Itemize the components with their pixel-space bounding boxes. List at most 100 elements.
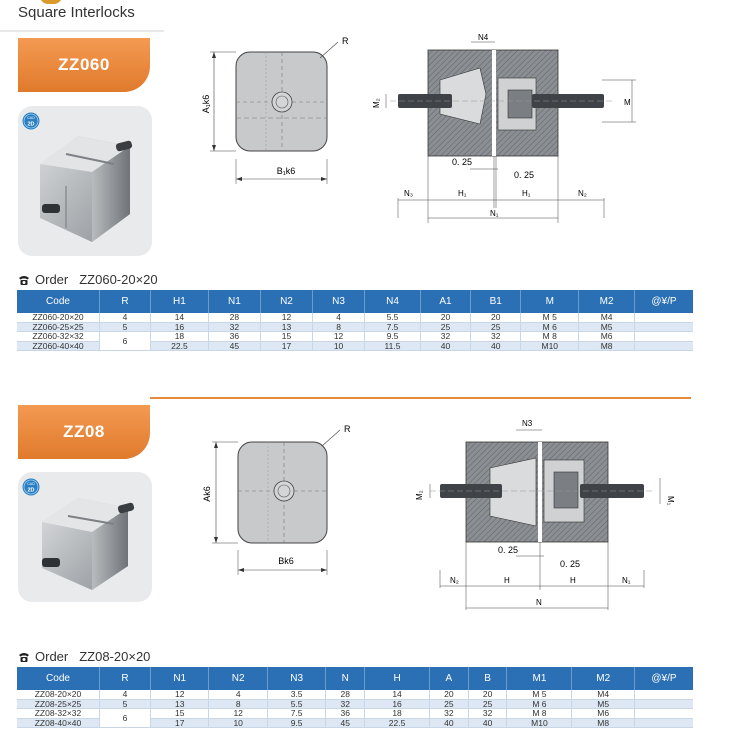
cad-2d-badge[interactable]: CAD 2D [22, 477, 40, 497]
cell: 25 [420, 322, 472, 332]
col-m2: M2 [578, 290, 635, 313]
interlock-photo-illustration [42, 498, 135, 590]
product-tab-zz060: ZZ060 [18, 38, 150, 92]
cad-2d-icon: CAD 2D [22, 112, 40, 130]
front-view-drawing-zz060: A₁k6 B₁k6 R [201, 36, 349, 184]
svg-text:N₁: N₁ [622, 576, 631, 585]
cell: 40 [468, 718, 508, 728]
cell: 12 [150, 690, 210, 700]
cell: 40 [429, 718, 469, 728]
col-price: @¥/P [634, 290, 693, 313]
cell: 8 [312, 322, 366, 332]
cell: 13 [150, 699, 210, 709]
cell: ZZ08-40×40 [17, 718, 100, 728]
col-h1: H1 [150, 290, 209, 313]
svg-text:N₁: N₁ [490, 209, 499, 218]
cell: 36 [208, 331, 261, 342]
cell: 10 [208, 718, 268, 728]
cell [634, 331, 693, 342]
col-n: N [325, 667, 366, 690]
cell: 20 [420, 313, 472, 323]
phone-icon [19, 652, 29, 662]
cell: 25 [468, 699, 508, 709]
section-view-drawing-zz060: N4 M₂ M 0. 25 0. 25 N₃ H₁ H₁ N₂ N₁ [372, 33, 636, 223]
col-price: @¥/P [634, 667, 693, 690]
cell: 4 [312, 313, 366, 323]
cell [634, 341, 693, 351]
cell: ZZ060-20×20 [17, 313, 100, 323]
svg-text:M₂: M₂ [372, 98, 381, 108]
spec-table-zz08: Code R N1 N2 N3 N H A B M1 M2 @¥/P ZZ08-… [17, 667, 693, 728]
col-a: A [429, 667, 469, 690]
svg-text:2D: 2D [27, 488, 34, 494]
cell: ZZ060-40×40 [17, 341, 100, 351]
cell: 20 [470, 313, 522, 323]
cell: M8 [578, 341, 635, 351]
cell: 28 [208, 313, 261, 323]
cell: 22.5 [364, 718, 431, 728]
svg-text:N3: N3 [522, 419, 533, 428]
product-photo-zz060 [18, 106, 152, 256]
svg-text:M₂: M₂ [415, 490, 424, 500]
cell: 11.5 [364, 341, 421, 351]
col-n1: N1 [150, 667, 210, 690]
cell: 32 [208, 322, 261, 332]
svg-text:N: N [536, 598, 542, 607]
order-label: Order [35, 272, 69, 287]
col-m1: M1 [506, 667, 573, 690]
order-line-zz060: Order ZZ060-20×20 [18, 272, 158, 287]
cell: 45 [208, 341, 261, 351]
cell: 20 [468, 690, 508, 700]
svg-text:N₃: N₃ [404, 189, 413, 198]
svg-text:CAD: CAD [27, 482, 35, 486]
cell: 8 [208, 699, 268, 709]
header-divider [0, 30, 164, 32]
col-a1: A1 [420, 290, 472, 313]
svg-text:H: H [504, 576, 510, 585]
cell: 18 [364, 708, 431, 719]
cell [634, 690, 693, 700]
cell: ZZ08-32×32 [17, 708, 100, 719]
cell: 15 [260, 331, 314, 342]
order-example: ZZ08-20×20 [79, 649, 151, 664]
cell: 5 [99, 322, 151, 332]
cell: 12 [208, 708, 268, 719]
cell: M4 [571, 690, 635, 700]
svg-text:R: R [344, 424, 351, 434]
cell: M4 [578, 313, 635, 323]
cell: M8 [571, 718, 635, 728]
cell: ZZ060-25×25 [17, 322, 100, 332]
svg-text:H₁: H₁ [522, 189, 531, 198]
cell: 5.5 [267, 699, 327, 709]
svg-text:N₂: N₂ [450, 576, 459, 585]
cell: 45 [325, 718, 366, 728]
svg-text:0. 25: 0. 25 [498, 545, 518, 555]
front-view-drawing-zz08: Ak6 Bk6 R [202, 424, 351, 575]
cell: 6 [99, 708, 151, 728]
cad-2d-badge[interactable]: CAD 2D [22, 111, 40, 131]
cell: M10 [520, 341, 580, 351]
cell: 6 [99, 331, 151, 351]
cell: M 6 [520, 322, 580, 332]
cell: 17 [150, 718, 210, 728]
cell: 25 [429, 699, 469, 709]
cell: M 8 [506, 708, 573, 719]
brand-logo-badge [40, 0, 62, 4]
cell: ZZ08-25×25 [17, 699, 100, 709]
col-m2: M2 [571, 667, 635, 690]
col-h: H [364, 667, 431, 690]
cell: 16 [150, 322, 209, 332]
cell: 13 [260, 322, 314, 332]
cell: M5 [578, 322, 635, 332]
cell: 15 [150, 708, 210, 719]
col-n3: N3 [312, 290, 366, 313]
cell: 40 [470, 341, 522, 351]
spec-table-zz060: Code R H1 N1 N2 N3 N4 A1 B1 M M2 @¥/P ZZ… [17, 290, 693, 351]
cell: 20 [429, 690, 469, 700]
cell [634, 322, 693, 332]
order-example: ZZ060-20×20 [79, 272, 158, 287]
